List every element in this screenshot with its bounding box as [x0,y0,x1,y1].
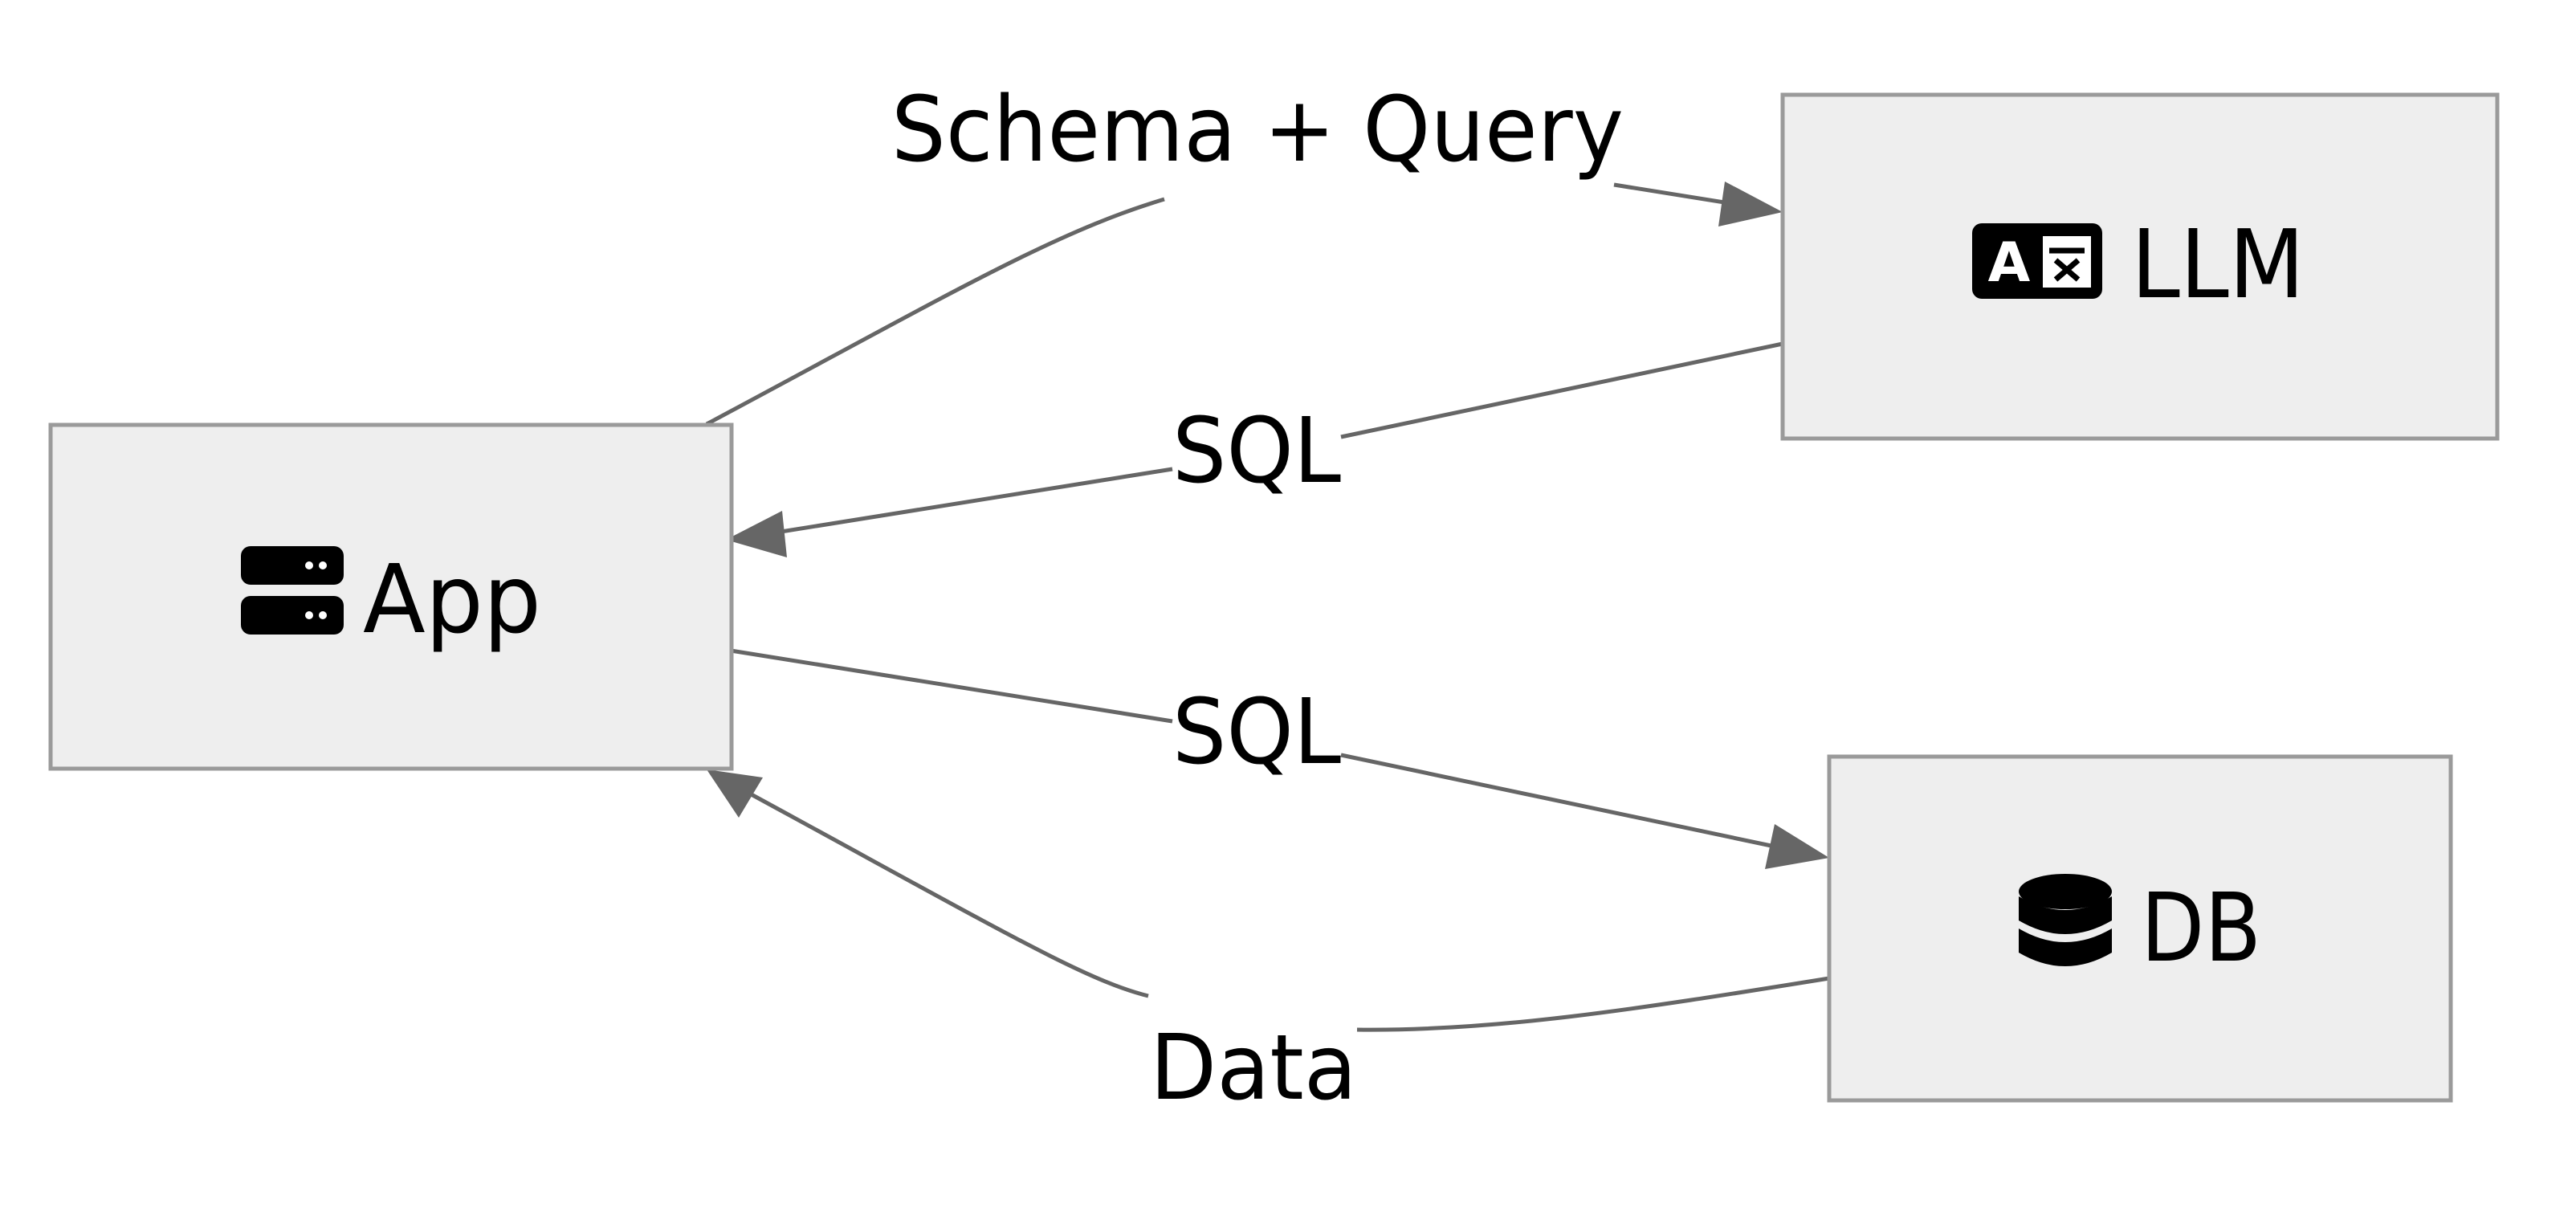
node-llm-label: LLM [2131,209,2305,320]
node-db-label: DB [2141,872,2261,983]
node-app-box [48,422,734,771]
edge-schema-query-line [705,182,1735,426]
edge-llm-sql-arrowhead [726,511,787,557]
node-app[interactable]: App [48,422,734,771]
edge-llm-sql [726,341,1783,557]
node-db[interactable]: DB [1827,754,2453,1103]
edge-schema-query [705,182,1783,426]
node-llm-box [1780,92,2500,441]
node-db-box [1827,754,2453,1103]
node-llm[interactable]: A LLM [1780,92,2500,441]
edge-schema-query-label: Schema + Query [891,78,1624,182]
edge-db-data-line [745,790,1830,1032]
language-icon: A [1972,223,2102,299]
database-icon [2019,874,2112,966]
edge-app-sql [730,648,1829,869]
edge-db-data-label: Data [1150,1016,1357,1120]
node-app-label: App [363,544,541,655]
edge-db-data [707,769,1830,1032]
svg-text:A: A [1988,231,2031,295]
edge-llm-sql-line [770,341,1783,536]
server-icon [241,546,344,635]
edge-db-data-arrowhead [707,769,763,818]
edge-app-sql-label: SQL [1172,680,1341,785]
edge-llm-sql-label: SQL [1172,399,1341,504]
edge-schema-query-arrowhead [1718,182,1783,226]
edge-app-sql-arrowhead [1765,824,1829,869]
edge-app-sql-line [730,648,1783,851]
